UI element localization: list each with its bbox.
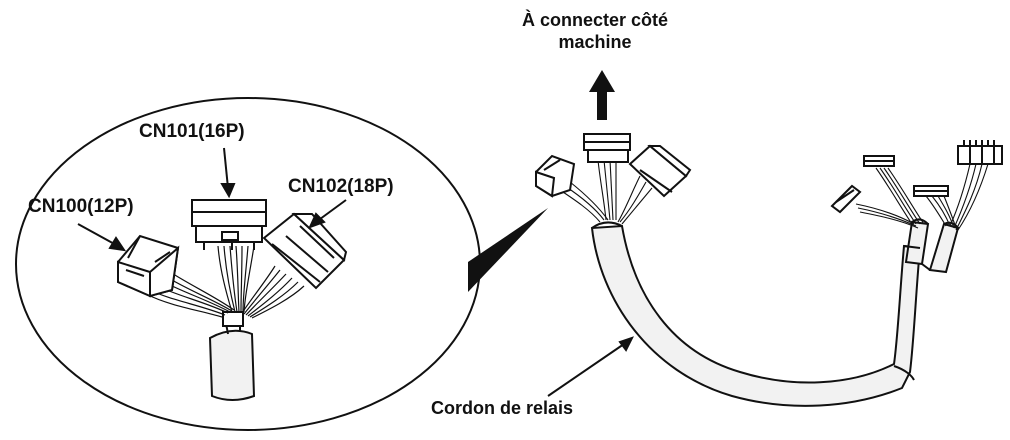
label-cn100: CN100(12P) bbox=[28, 196, 134, 217]
right-connector-angled bbox=[830, 184, 862, 214]
cord-connector-middle bbox=[583, 133, 631, 163]
zoom-cable bbox=[208, 311, 256, 401]
label-machine-line2: machine bbox=[558, 31, 632, 52]
machine-arrow bbox=[589, 70, 615, 120]
right-end-wires bbox=[855, 163, 989, 231]
cordon-leader-arrow bbox=[547, 336, 634, 397]
zoom-connector-cn101 bbox=[191, 199, 267, 250]
cord-connector-right bbox=[628, 144, 692, 198]
label-relay-cord: Cordon de relais bbox=[431, 398, 574, 418]
leader-arrows bbox=[77, 147, 347, 252]
cord-connector-left bbox=[535, 154, 576, 198]
zoom-connector-cn100 bbox=[117, 234, 180, 298]
right-connector-small-top bbox=[863, 155, 895, 167]
label-cn101: CN101(16P) bbox=[139, 121, 245, 142]
zoom-connector-cn102 bbox=[262, 212, 348, 290]
zoom-pointer-triangle bbox=[468, 208, 548, 292]
relay-cord bbox=[590, 221, 922, 407]
label-machine-connection: À connecter côté machine bbox=[486, 10, 704, 53]
right-connector-pins bbox=[957, 140, 1003, 165]
right-branch-sleeves bbox=[903, 218, 960, 274]
right-connector-flat bbox=[913, 185, 949, 197]
label-machine-line1: À connecter côté bbox=[521, 10, 669, 30]
label-cn102: CN102(18P) bbox=[288, 176, 394, 197]
